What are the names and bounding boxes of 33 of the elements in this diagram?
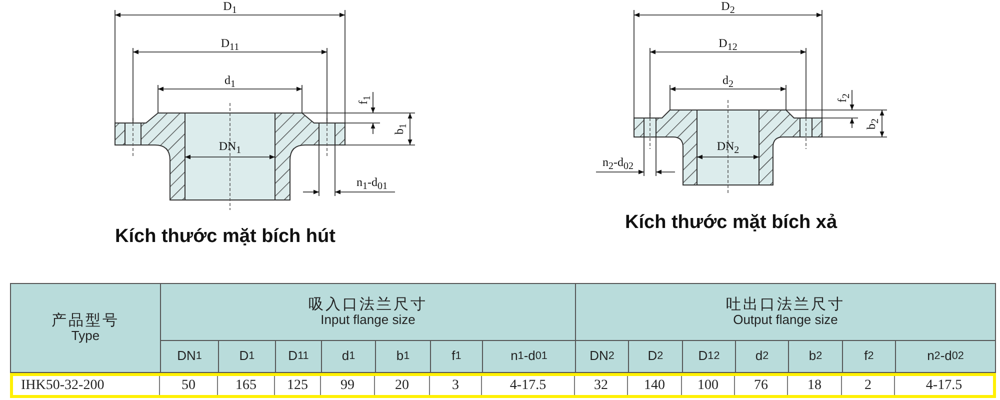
dimension-label: DN$_{1}$: [218, 140, 242, 156]
header-text: 产品型号: [52, 312, 120, 330]
dimension-label: n$_{1}$-d$_{01}$: [356, 176, 388, 192]
table-cell: IHK50-32-200: [13, 376, 160, 395]
drawing-caption: Kích thước mặt bích xả: [625, 212, 838, 234]
header-text: Type: [71, 329, 100, 344]
table-cell: 2: [842, 376, 895, 395]
table-cell: 18: [788, 376, 842, 395]
dimension-label: d$_{1}$: [224, 74, 236, 90]
header-text: Input flange size: [320, 313, 416, 328]
dimension-label: n$_{2}$-d$_{02}$: [602, 156, 634, 172]
table-cell: 140: [628, 376, 682, 395]
table-cell: 50: [160, 376, 218, 395]
dimension-label: d$_{2}$: [722, 74, 734, 90]
header-text: 吐出口法兰尺寸: [726, 296, 845, 314]
header-text: Output flange size: [733, 313, 838, 328]
dimension-label: D$_{2}$: [721, 0, 735, 16]
table-cell: 32: [575, 376, 628, 395]
dimension-label: D$_{1}$: [223, 0, 237, 16]
dimension-label: D$_{12}$: [718, 36, 738, 54]
header-text: 吸入口法兰尺寸: [308, 296, 428, 314]
table-cell: 3: [430, 376, 482, 395]
table-cell-text: 4-17.5: [924, 376, 964, 394]
table-cell: 99: [321, 376, 375, 395]
table-cell: 125: [275, 376, 321, 395]
table-cell: 20: [375, 376, 430, 395]
table-cell: 76: [735, 376, 788, 395]
table-cell: 100: [682, 376, 735, 395]
drawing-caption: Kích thước mặt bích hút: [115, 226, 336, 248]
dimension-label: D$_{11}$: [220, 36, 240, 54]
dimension-label: DN$_{2}$: [716, 140, 740, 156]
table-cell: 4-17.5: [482, 376, 575, 395]
table-cell: 165: [218, 376, 275, 395]
